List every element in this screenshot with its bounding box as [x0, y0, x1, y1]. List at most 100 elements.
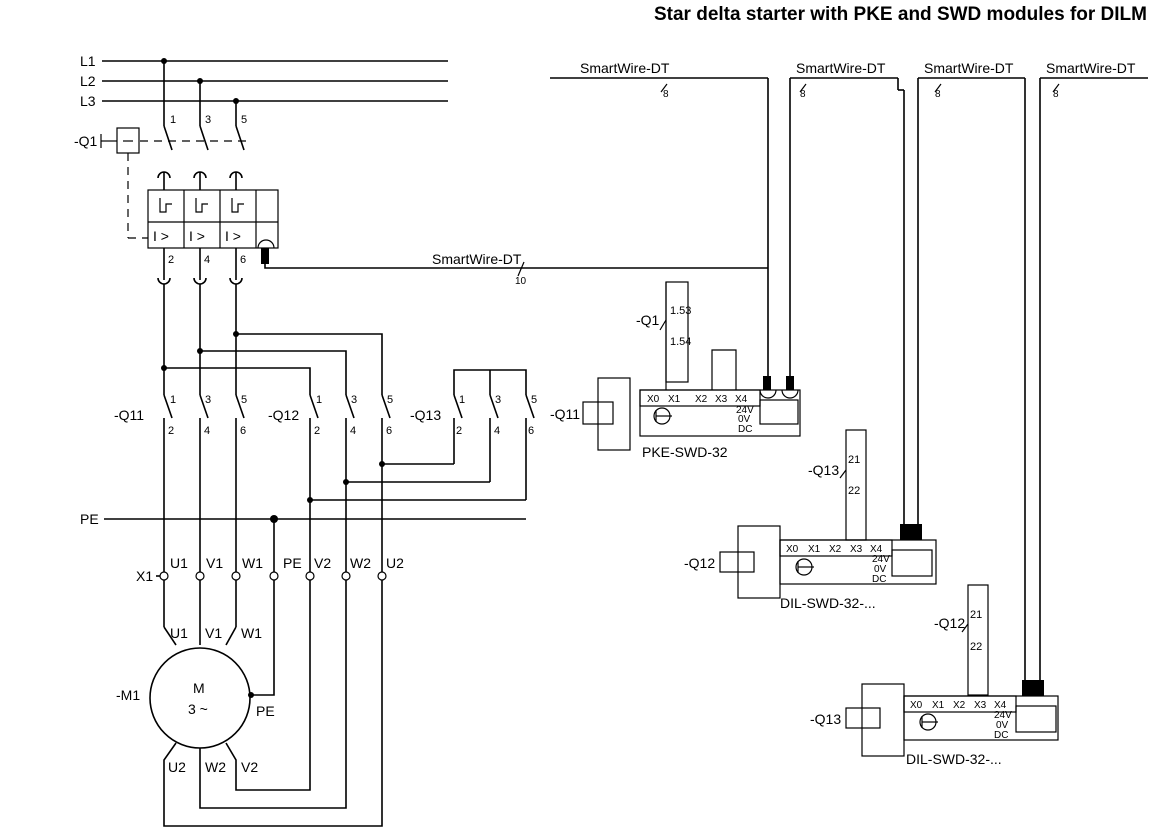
lower-wiring: PE X1 U1 V1 W1 PE V2 W2 U2 U1 V1 W1 — [80, 418, 527, 827]
q1-term-2: 2 — [168, 254, 174, 266]
q13-t5: 5 — [531, 394, 537, 406]
dil1-x3: X3 — [850, 544, 863, 555]
dil2-x4: X4 — [994, 700, 1007, 711]
trip-1: I > — [153, 228, 169, 244]
dil2-c21: 21 — [970, 609, 982, 621]
dil2-q12-label: -Q12 — [934, 615, 965, 631]
dil-swd-module-1: 21 22 -Q13 -Q12 X0 X1 X2 X3 X4 24V 0V DC… — [684, 429, 937, 611]
dil-swd-module-2: 21 22 -Q12 -Q13 X0 X1 X2 X3 X4 24V 0V DC… — [810, 584, 1059, 767]
dil2-module-label: DIL-SWD-32-... — [906, 751, 1002, 767]
label-l1: L1 — [80, 53, 96, 69]
q11-t5: 5 — [241, 394, 247, 406]
pke-c154: 1.54 — [670, 336, 691, 348]
term-v2: V2 — [314, 555, 331, 571]
q1-term-6: 6 — [240, 254, 246, 266]
motor-u1: U1 — [170, 625, 188, 641]
swd-link-label: SmartWire-DT — [432, 251, 522, 267]
label-l3: L3 — [80, 93, 96, 109]
motor-v2: V2 — [241, 759, 258, 775]
pke-x1: X1 — [668, 394, 681, 405]
terminal-x1: X1 — [136, 568, 153, 584]
label-l2: L2 — [80, 73, 96, 89]
swd-count-2: 8 — [800, 89, 806, 100]
swd-count-4: 8 — [1053, 89, 1059, 100]
q11-t2: 2 — [168, 425, 174, 437]
pke-0v: 0V — [738, 414, 751, 425]
smartwire-cables: SmartWire-DT SmartWire-DT SmartWire-DT S… — [264, 60, 1148, 680]
q13-t6: 6 — [528, 425, 534, 437]
dil1-dc: DC — [872, 574, 886, 585]
q13-t2: 2 — [456, 425, 462, 437]
term-v1: V1 — [206, 555, 223, 571]
pke-q1-label: -Q1 — [636, 312, 660, 328]
pke-x4: X4 — [735, 394, 748, 405]
dil2-q13-label: -Q13 — [810, 711, 841, 727]
trip-2: I > — [189, 228, 205, 244]
pke-dc: DC — [738, 424, 752, 435]
q1-term-1: 1 — [170, 114, 176, 126]
page-title: Star delta starter with PKE and SWD modu… — [653, 4, 1147, 25]
term-u2: U2 — [386, 555, 404, 571]
dil1-x0: X0 — [786, 544, 799, 555]
supply-lines: L1 L2 L3 — [80, 53, 448, 109]
q12-t4: 4 — [350, 425, 356, 437]
motor-pe: PE — [256, 703, 275, 719]
term-w2: W2 — [350, 555, 371, 571]
dil1-q12-label: -Q12 — [684, 555, 715, 571]
pke-x3: X3 — [715, 394, 728, 405]
q13-label: -Q13 — [410, 407, 441, 423]
motor-w1: W1 — [241, 625, 262, 641]
q1-breaker: 1 3 5 -Q1 I > I > I > 2 4 6 — [74, 61, 279, 285]
label-pe: PE — [80, 511, 99, 527]
pke-c153: 1.53 — [670, 305, 691, 317]
trip-3: I > — [225, 228, 241, 244]
pke-24v: 24V — [736, 405, 754, 416]
pke-module-label: PKE-SWD-32 — [642, 444, 728, 460]
dil2-0v: 0V — [996, 720, 1009, 731]
q1-term-4: 4 — [204, 254, 210, 266]
swd-label-4: SmartWire-DT — [1046, 60, 1136, 76]
dil2-x1: X1 — [932, 700, 945, 711]
q1-label: -Q1 — [74, 133, 98, 149]
dil1-x2: X2 — [829, 544, 842, 555]
swd-label-1: SmartWire-DT — [580, 60, 670, 76]
q12-t1: 1 — [316, 394, 322, 406]
q13-t1: 1 — [459, 394, 465, 406]
pke-x0: X0 — [647, 394, 660, 405]
swd-link-count: 10 — [515, 276, 527, 287]
q11-t4: 4 — [204, 425, 210, 437]
q13-t4: 4 — [494, 425, 500, 437]
swd-label-3: SmartWire-DT — [924, 60, 1014, 76]
q11-t6: 6 — [240, 425, 246, 437]
dil1-c22: 22 — [848, 485, 860, 497]
pke-q11-label: -Q11 — [550, 406, 580, 422]
q11-t1: 1 — [170, 394, 176, 406]
q12-t5: 5 — [387, 394, 393, 406]
dil1-24v: 24V — [872, 554, 890, 565]
q12-t3: 3 — [351, 394, 357, 406]
dil1-module-label: DIL-SWD-32-... — [780, 595, 876, 611]
dil1-x4: X4 — [870, 544, 883, 555]
q12-label: -Q12 — [268, 407, 299, 423]
dil2-dc: DC — [994, 730, 1008, 741]
pke-x2: X2 — [695, 394, 708, 405]
dil2-x0: X0 — [910, 700, 923, 711]
dil2-c22: 22 — [970, 641, 982, 653]
dil2-x3: X3 — [974, 700, 987, 711]
q12-t6: 6 — [386, 425, 392, 437]
q1-term-5: 5 — [241, 114, 247, 126]
term-pe: PE — [283, 555, 302, 571]
term-w1: W1 — [242, 555, 263, 571]
motor-w2: W2 — [205, 759, 226, 775]
swd-count-3: 8 — [935, 89, 941, 100]
power-wiring — [161, 284, 527, 395]
motor-phase: 3 ~ — [188, 701, 208, 717]
dil2-x2: X2 — [953, 700, 966, 711]
m1-label: -M1 — [116, 687, 140, 703]
dil1-0v: 0V — [874, 564, 887, 575]
contactor-poles: -Q11 -Q12 -Q13 1 3 5 2 4 6 1 3 5 2 4 6 1… — [114, 394, 537, 437]
pke-swd-module: -Q11 X0 X1 X2 X3 X4 24V 0V DC 1.53 1.54 … — [550, 281, 801, 460]
dil2-24v: 24V — [994, 710, 1012, 721]
q11-t3: 3 — [205, 394, 211, 406]
